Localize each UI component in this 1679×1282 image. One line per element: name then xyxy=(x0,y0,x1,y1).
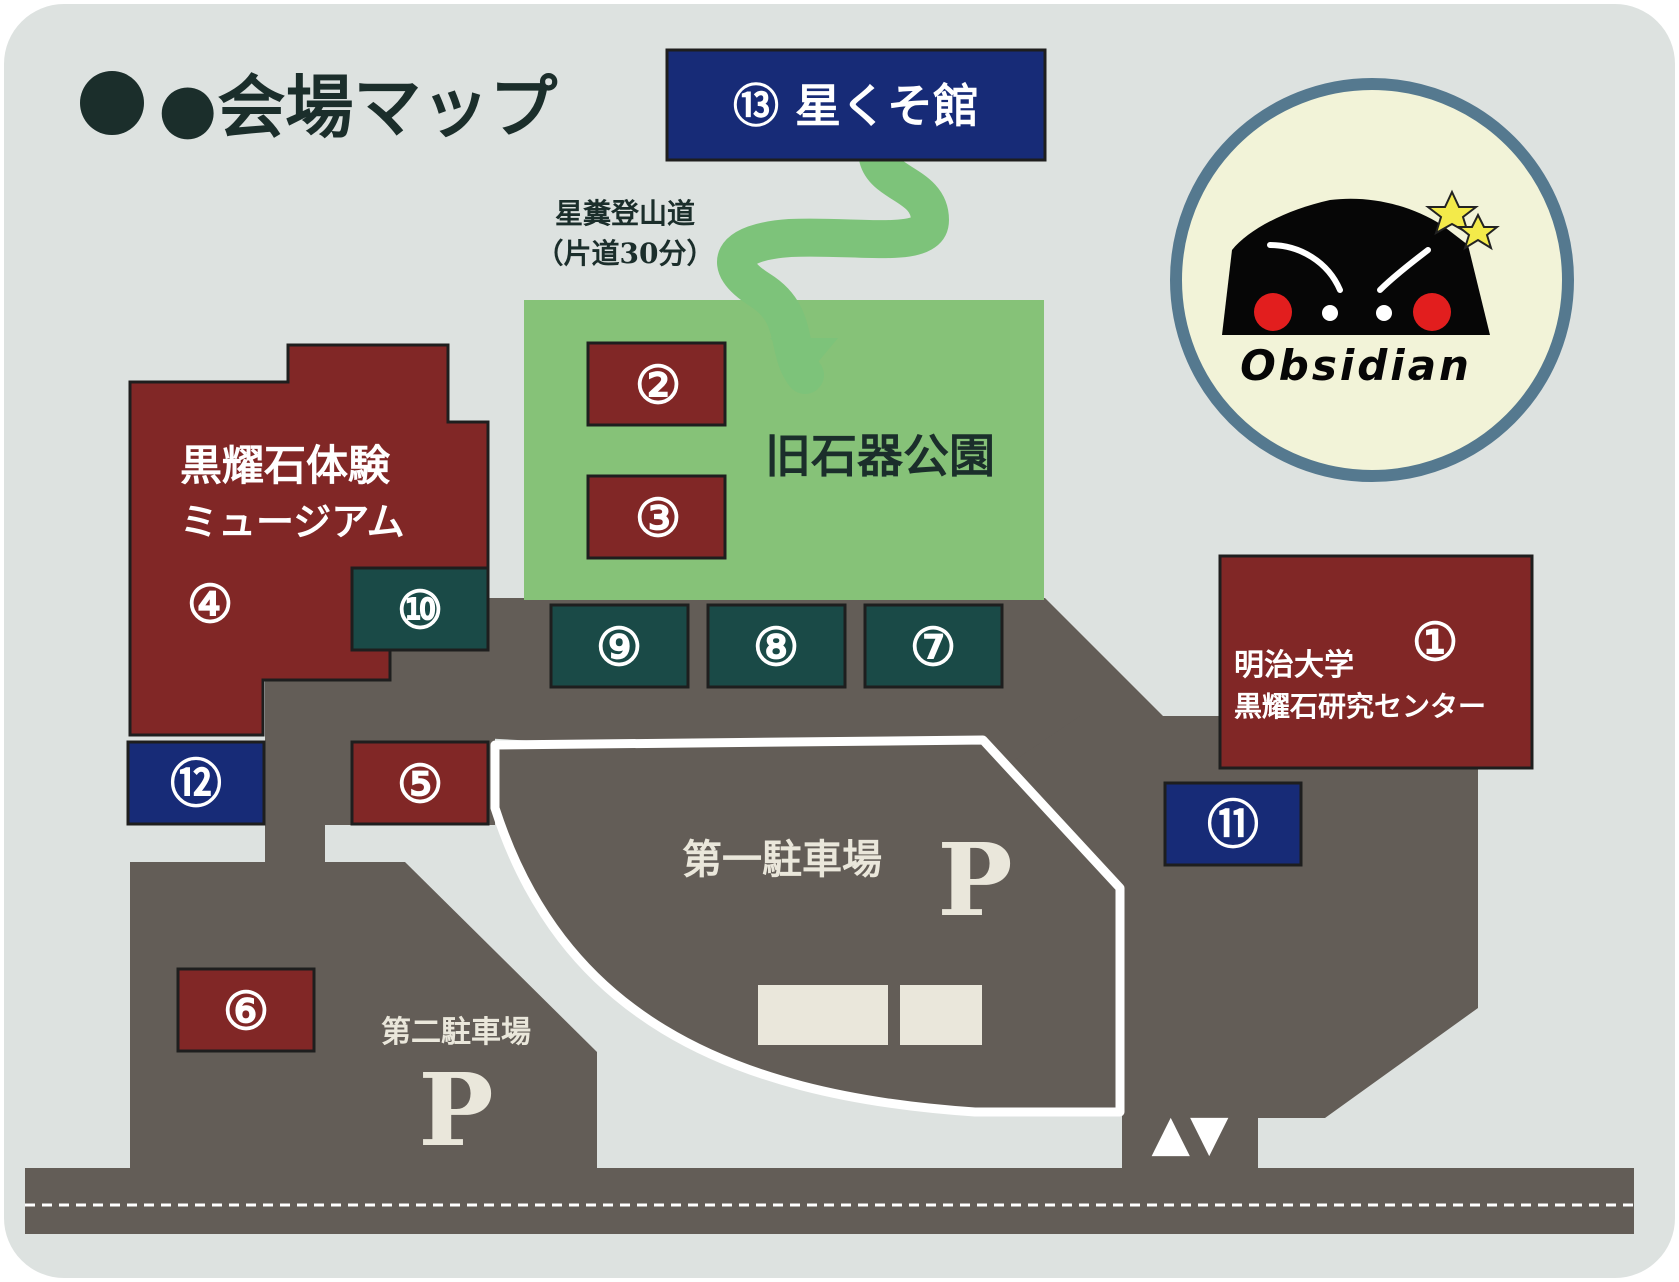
marker-7: ⑦ xyxy=(910,617,957,678)
trail-arrow-icon xyxy=(770,338,838,374)
marker-8: ⑧ xyxy=(753,617,800,678)
booth-11[interactable] xyxy=(1163,781,1303,867)
entrance-arrows-icon: ▲▼ xyxy=(1152,1104,1229,1162)
booth-9[interactable] xyxy=(549,603,690,689)
marker-1: ① xyxy=(1412,612,1459,673)
first-parking-p-icon: P xyxy=(937,821,1012,939)
first-parking-label: 第一駐車場 xyxy=(682,836,882,883)
marker-6: ⑥ xyxy=(223,981,270,1042)
second-parking-p-icon: P xyxy=(418,1051,493,1169)
booth-6[interactable] xyxy=(176,967,316,1053)
marker-12: ⑫ xyxy=(170,754,222,815)
hoshikuso-hall-label: ⑬ 星くそ館 xyxy=(733,79,979,133)
hoshikuso-hall-building[interactable] xyxy=(665,48,1047,162)
meiji-university-building[interactable] xyxy=(1218,554,1534,770)
obsidian-logo: Obsidian xyxy=(1170,78,1574,482)
marker-11: ⑪ xyxy=(1207,795,1259,856)
booth-3[interactable] xyxy=(586,474,727,560)
booth-12[interactable] xyxy=(126,740,266,826)
booth-markers: ② ③ ④ ⑩ ⑨ ⑧ ⑦ ⑫ ⑤ ⑪ ⑥ ① xyxy=(170,355,1458,1042)
trail-label-line1: 星糞登山道 xyxy=(555,197,695,230)
meiji-label-line1: 明治大学 xyxy=(1234,648,1354,683)
street xyxy=(25,1168,1634,1234)
booth-10[interactable] xyxy=(350,566,490,652)
marker-9: ⑨ xyxy=(596,617,643,678)
booth-7[interactable] xyxy=(863,603,1004,689)
second-parking-label: 第二駐車場 xyxy=(381,1015,531,1050)
museum-label-line1: 黒耀石体験 xyxy=(180,441,391,490)
title-bullet xyxy=(80,71,144,135)
trail-label-line2: （片道30分） xyxy=(536,237,715,270)
booth-2[interactable] xyxy=(586,341,727,427)
museum-label-line2: ミュージアム xyxy=(180,499,405,544)
marker-3: ③ xyxy=(635,488,682,549)
logo-text: Obsidian xyxy=(1240,341,1472,390)
meiji-label-line2: 黒耀石研究センター xyxy=(1234,690,1486,723)
marker-10: ⑩ xyxy=(397,580,444,641)
marker-5: ⑤ xyxy=(397,754,444,815)
star-icon xyxy=(1456,212,1500,251)
park-label: 旧石器公園 xyxy=(765,429,995,483)
booth-8[interactable] xyxy=(706,603,847,689)
map-title: ●会場マップ xyxy=(158,68,557,148)
parking-space xyxy=(900,985,982,1045)
parking-space xyxy=(758,985,888,1045)
marker-4: ④ xyxy=(187,574,234,635)
booth-5[interactable] xyxy=(350,740,490,826)
star-icon xyxy=(1425,189,1479,236)
hoshikuso-trail[interactable] xyxy=(717,139,950,394)
building-labels: 黒耀石体験 ミュージアム 明治大学 黒耀石研究センター xyxy=(180,441,1486,723)
marker-2: ② xyxy=(635,355,682,416)
